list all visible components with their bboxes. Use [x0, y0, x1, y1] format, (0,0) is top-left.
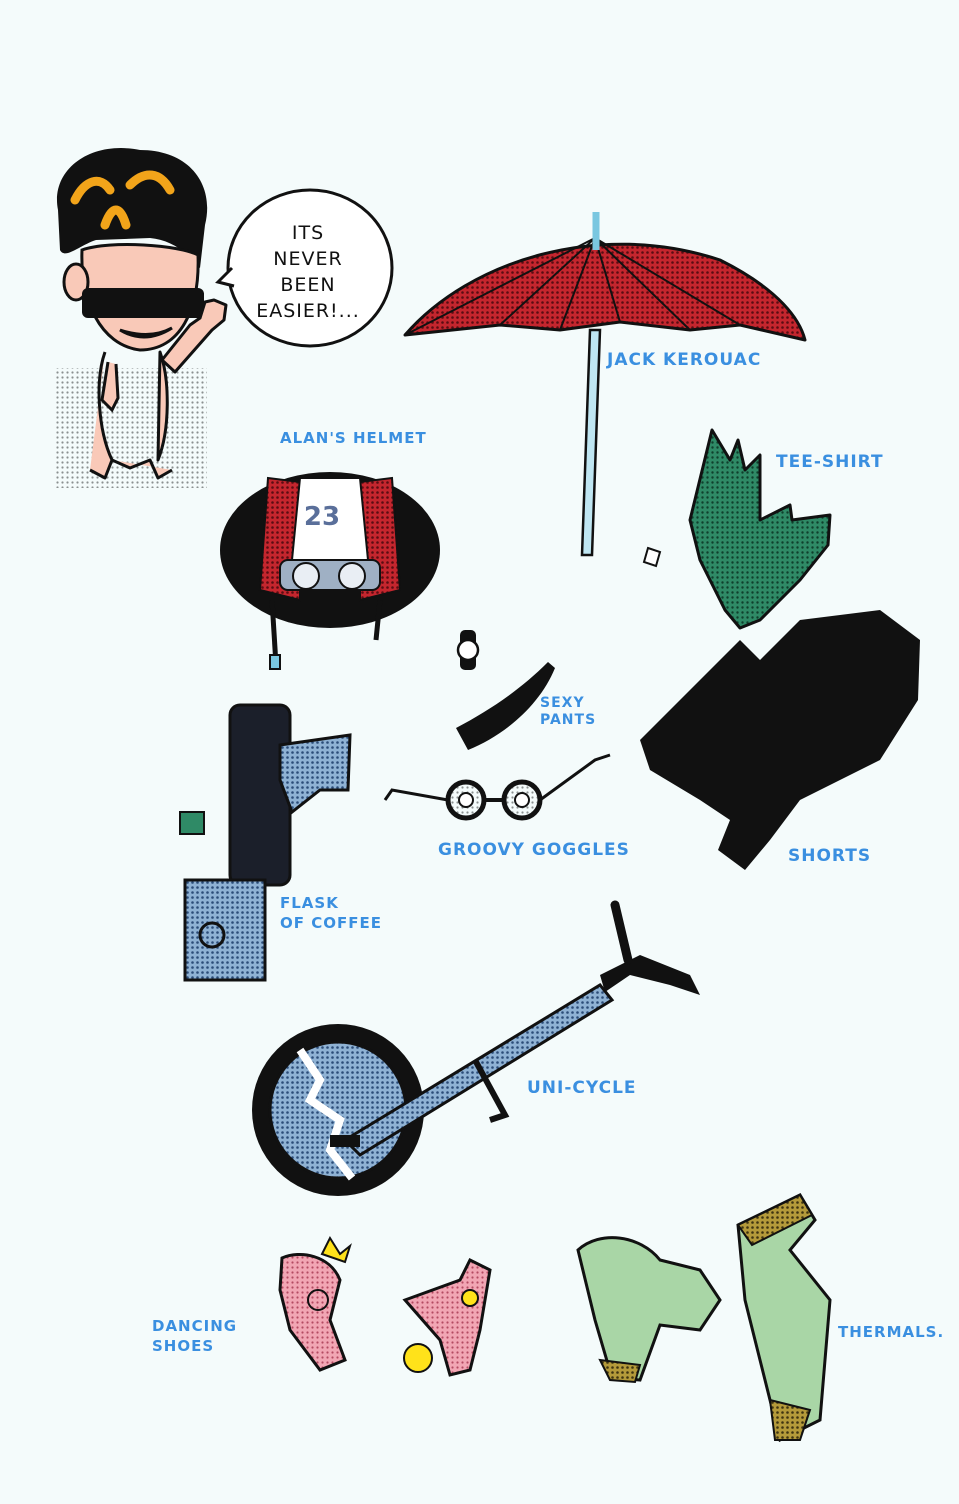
label-sexy-pants: SEXY PANTS: [540, 695, 597, 728]
thermals-socks: [576, 1193, 832, 1443]
label-groovy-goggles: GROOVY GOGGLES: [438, 840, 630, 860]
shorts: [640, 610, 920, 870]
small-scrap: [642, 546, 662, 568]
sexy-pants: [456, 662, 555, 750]
unicycle-seat: [600, 955, 700, 995]
speech-bubble-text: ITS NEVER BEEN EASIER!...: [256, 222, 360, 322]
halftone-shadow-patch: [55, 368, 207, 488]
label-jack-kerouac: JACK KEROUAC: [607, 350, 762, 370]
label-shorts: SHORTS: [788, 846, 872, 866]
unicycle: [252, 900, 700, 1196]
red-umbrella: [403, 212, 807, 557]
speech-bubble: [226, 188, 394, 348]
waving-arm: [160, 298, 228, 374]
helmet: [220, 472, 440, 670]
label-dancing-shoes: DANCING SHOES: [152, 1317, 238, 1355]
groovy-goggles: [383, 753, 611, 821]
umbrella-canopy: [403, 242, 807, 342]
label-alans-helmet: ALAN'S HELMET: [280, 429, 427, 447]
tee-shirt: [688, 428, 832, 630]
label-thermals: THERMALS.: [838, 1323, 945, 1341]
umbrella-pole: [580, 328, 602, 557]
helmet-number: 23: [304, 502, 340, 532]
sunglasses: [82, 288, 204, 318]
flask-of-coffee: [179, 703, 352, 982]
naked-man-character: [55, 148, 228, 488]
body: [89, 350, 173, 480]
speech-bubble-tail: [215, 266, 235, 288]
wrist-watch: [456, 630, 480, 670]
label-flask-of-coffee: FLASK OF COFFEE: [280, 894, 382, 932]
label-uni-cycle: UNI-CYCLE: [527, 1078, 637, 1098]
label-tee-shirt: TEE-SHIRT: [776, 452, 884, 472]
dancing-shoes: [278, 1235, 492, 1377]
